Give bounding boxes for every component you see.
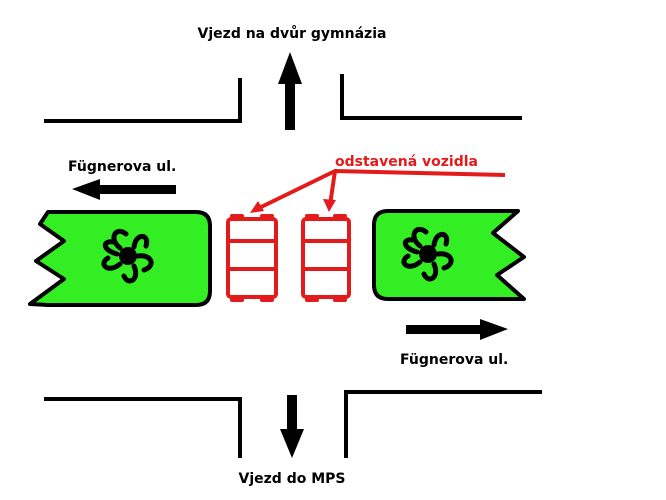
arrow-down-icon	[280, 395, 304, 458]
arrowhead-icon	[323, 199, 336, 212]
street-right-label: Fügnerova ul.	[400, 352, 508, 368]
parked-vehicle-1	[226, 214, 278, 302]
curb-top-left	[44, 78, 242, 123]
flower-icon	[101, 228, 154, 284]
street-left-label: Fügnerova ul.	[68, 159, 176, 175]
vehicle-pointer	[250, 169, 506, 213]
arrow-left-icon	[72, 179, 176, 200]
top-exit-label: Vjezd na dvůr gymnázia	[198, 25, 387, 42]
arrowhead-icon	[250, 201, 264, 213]
parked-vehicle-2	[301, 214, 351, 302]
parked-vehicles-label: odstavená vozidla	[335, 154, 478, 170]
traffic-island-right	[372, 209, 526, 301]
curb-top-right	[340, 74, 522, 120]
flower-icon	[401, 226, 454, 282]
bottom-exit-label: Vjezd do MPS	[239, 471, 346, 487]
traffic-island-left	[28, 210, 212, 307]
arrow-right-icon	[406, 319, 508, 340]
curb-bottom-left	[44, 397, 242, 458]
arrow-up-icon	[278, 52, 302, 130]
curb-bottom-right	[344, 390, 542, 458]
